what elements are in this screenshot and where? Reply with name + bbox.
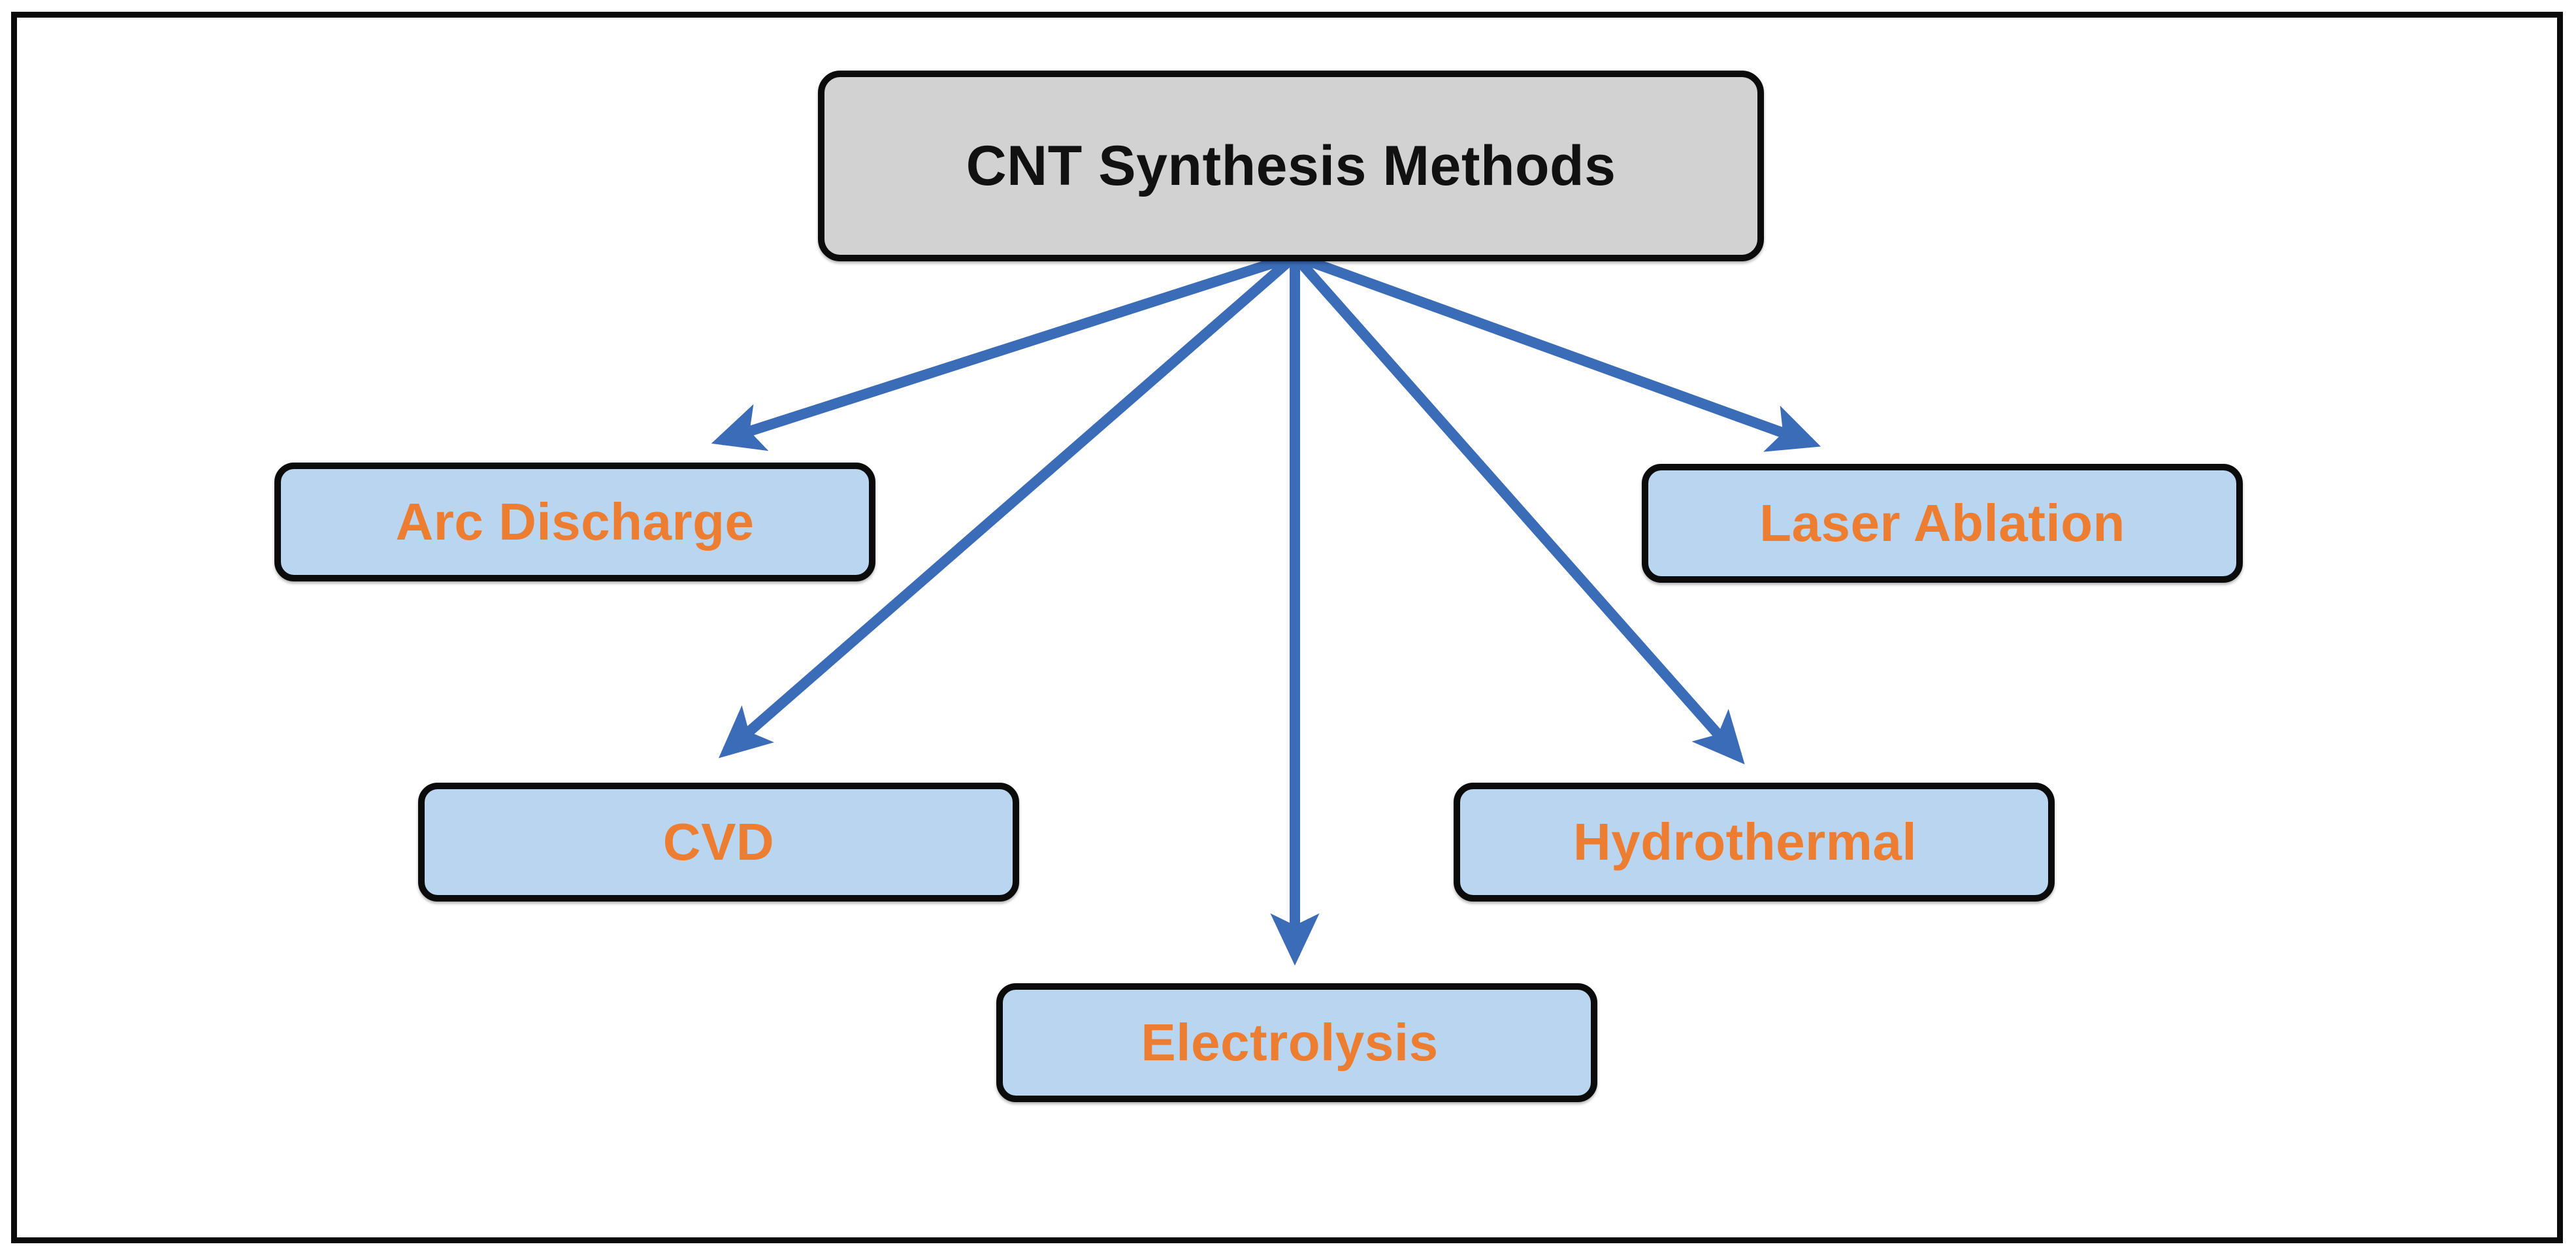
node-cnt-synthesis-methods[interactable]: CNT Synthesis Methods <box>818 71 1764 261</box>
node-hydrothermal[interactable]: Hydrothermal <box>1454 783 2055 902</box>
node-laser-ablation[interactable]: Laser Ablation <box>1642 464 2243 583</box>
node-arc-discharge-label: Arc Discharge <box>395 493 755 551</box>
node-electrolysis-label: Electrolysis <box>1141 1013 1439 1071</box>
node-electrolysis[interactable]: Electrolysis <box>996 983 1597 1102</box>
node-hydrothermal-label: Hydrothermal <box>1573 813 1917 871</box>
node-root-label: CNT Synthesis Methods <box>966 134 1616 197</box>
node-laser-ablation-label: Laser Ablation <box>1759 494 2125 552</box>
node-cvd[interactable]: CVD <box>418 783 1019 902</box>
node-cvd-label: CVD <box>662 813 775 871</box>
node-arc-discharge[interactable]: Arc Discharge <box>274 463 875 581</box>
